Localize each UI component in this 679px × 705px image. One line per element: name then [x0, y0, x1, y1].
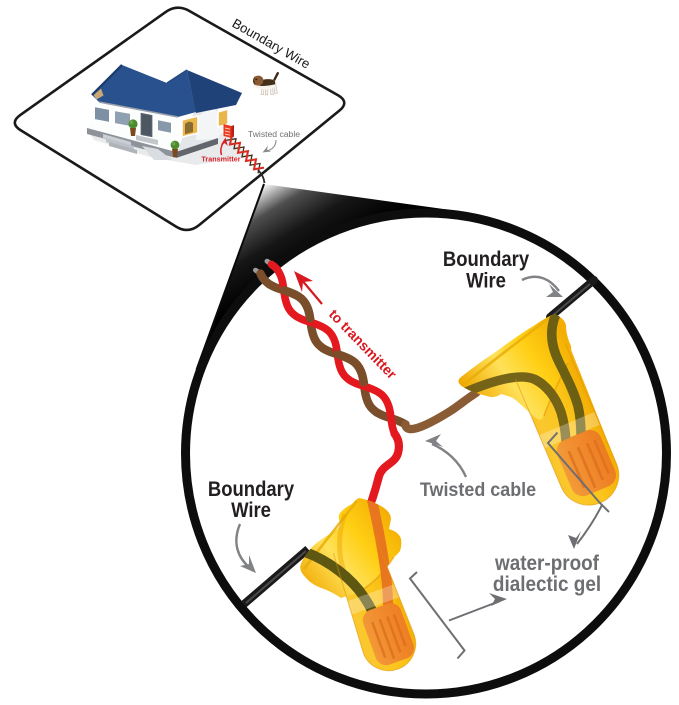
svg-text:Wire: Wire	[466, 269, 506, 292]
svg-text:water-proof: water-proof	[494, 552, 599, 575]
svg-text:Twisted cable: Twisted cable	[420, 478, 536, 500]
svg-text:Wire: Wire	[231, 499, 271, 522]
svg-text:Boundary: Boundary	[443, 248, 529, 271]
svg-text:Boundary: Boundary	[208, 478, 294, 501]
svg-text:Transmitter: Transmitter	[201, 155, 240, 164]
svg-text:Twisted cable: Twisted cable	[248, 129, 300, 139]
svg-text:dialectic gel: dialectic gel	[493, 573, 601, 596]
